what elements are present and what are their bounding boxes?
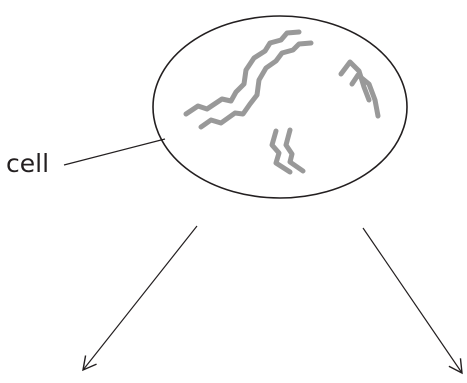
cell-label: cell (6, 149, 49, 178)
cell-outline (152, 15, 408, 199)
chromosome-small-strand-2 (283, 127, 306, 174)
chromosome-large-strand-1 (183, 29, 302, 117)
chromosome-right-strand-2 (349, 72, 381, 119)
chromosome-small-strand-1 (269, 128, 293, 175)
chromosome-right-strand-1 (338, 59, 372, 103)
division-arrow-right (362, 227, 463, 375)
division-arrow-left (82, 225, 198, 372)
cell-label-leader-line (63, 138, 166, 166)
chromosomes (183, 29, 381, 175)
chromosome-large-strand-2 (198, 40, 314, 130)
